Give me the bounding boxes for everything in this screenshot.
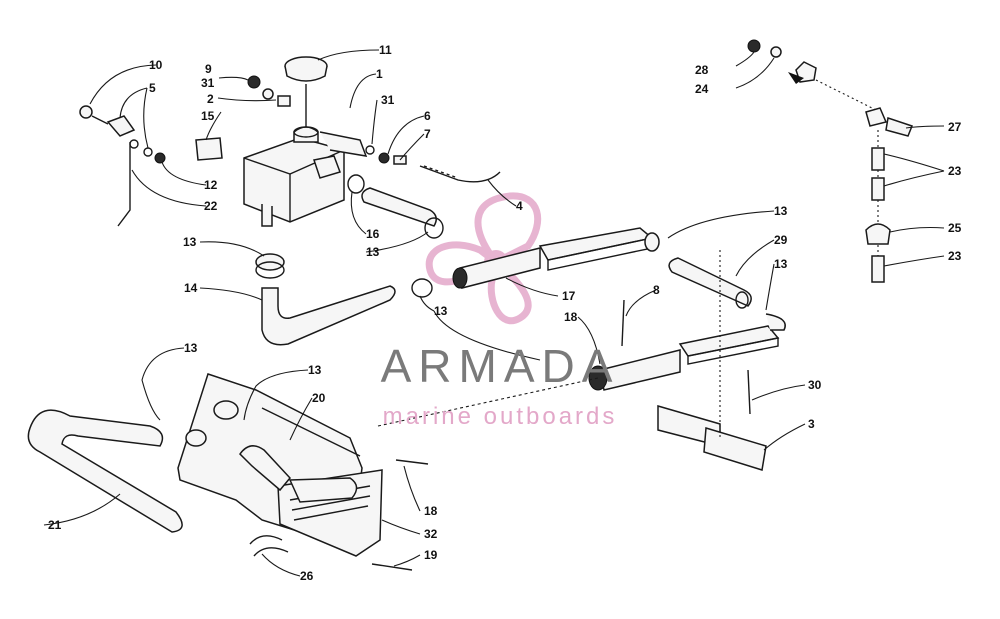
callout-20: 21 <box>48 518 62 532</box>
callout-17: 18 <box>564 310 578 324</box>
callout-13-right: 13 <box>774 257 788 271</box>
callout-13-tank: 13 <box>366 245 380 259</box>
callout-13-left: 13 <box>183 235 197 249</box>
callout-12: 12 <box>204 178 218 192</box>
fitting-part <box>213 400 239 420</box>
leader-lines <box>43 49 945 577</box>
callout-4: 4 <box>516 199 523 213</box>
nut-right <box>378 152 390 164</box>
washer-right <box>365 145 375 155</box>
callout-13-upper-right: 13 <box>774 204 788 218</box>
coolant-tank <box>195 126 368 227</box>
long-hose <box>27 409 183 533</box>
callout-31-left: 31 <box>201 76 215 90</box>
callout-2: 2 <box>207 92 214 106</box>
callout-18-upper: 18 <box>424 504 438 518</box>
elbow-hose-2 <box>288 477 358 503</box>
screw-part-2 <box>747 369 751 415</box>
callout-11: 11 <box>379 43 392 57</box>
callout-labels: 11 1 9 31 2 15 10 5 12 22 31 6 7 4 16 13… <box>48 43 962 583</box>
callout-26: 27 <box>948 120 962 134</box>
callout-10: 10 <box>149 58 163 72</box>
screw-part-3 <box>395 459 429 465</box>
callout-30: 30 <box>808 378 822 392</box>
callout-13-lower-left: 13 <box>184 341 198 355</box>
callout-22: 22 <box>204 199 218 213</box>
shield-plate <box>177 373 383 557</box>
callout-16: 17 <box>562 289 576 303</box>
elbow-hose <box>239 445 291 492</box>
heat-exchanger-lower <box>588 313 786 391</box>
callout-27: 25 <box>948 221 962 235</box>
callout-15: 16 <box>366 227 380 241</box>
callout-24: 24 <box>695 82 709 96</box>
clamp-set <box>249 535 289 557</box>
hose-fitting <box>423 165 459 179</box>
watermark-tagline: marine outboards <box>383 403 618 430</box>
heat-exchanger-upper <box>452 227 660 289</box>
screw-part-4 <box>371 563 413 571</box>
bypass-hose <box>668 257 752 307</box>
overflow-hose <box>419 165 501 183</box>
callout-13-lower: 13 <box>308 363 322 377</box>
callout-18-lower: 19 <box>424 548 438 562</box>
callout-1: 1 <box>376 67 383 81</box>
callout-21: 15 <box>201 109 215 123</box>
callout-31-right: 31 <box>381 93 395 107</box>
connection-line <box>377 377 599 427</box>
callout-25: 26 <box>300 569 314 583</box>
sensor-assembly <box>747 39 913 283</box>
callout-7: 7 <box>424 127 431 141</box>
radiator-cap <box>284 56 328 130</box>
mounting-bracket <box>657 250 767 471</box>
callout-5: 5 <box>149 81 156 95</box>
callout-29: 29 <box>774 233 788 247</box>
nut-part <box>247 75 261 89</box>
callout-13-center: 13 <box>434 304 448 318</box>
callout-28: 28 <box>695 63 709 77</box>
spacer-part <box>277 95 291 107</box>
mounting-rod <box>79 105 166 227</box>
callout-14: 14 <box>184 281 198 295</box>
callout-9: 9 <box>205 62 212 76</box>
callout-8: 8 <box>653 283 660 297</box>
lower-hose <box>255 253 396 346</box>
screw-part <box>621 299 625 347</box>
callout-6: 6 <box>424 109 431 123</box>
callout-23-lower: 23 <box>948 249 962 263</box>
callout-23-upper: 23 <box>948 164 962 178</box>
callout-3: 3 <box>808 417 815 431</box>
watermark-brand: ARMADA <box>381 340 620 392</box>
callout-32: 32 <box>424 527 438 541</box>
callout-19: 20 <box>312 391 326 405</box>
clamp-part <box>411 278 433 298</box>
washer-part <box>262 88 274 100</box>
tank-hose <box>361 187 437 227</box>
